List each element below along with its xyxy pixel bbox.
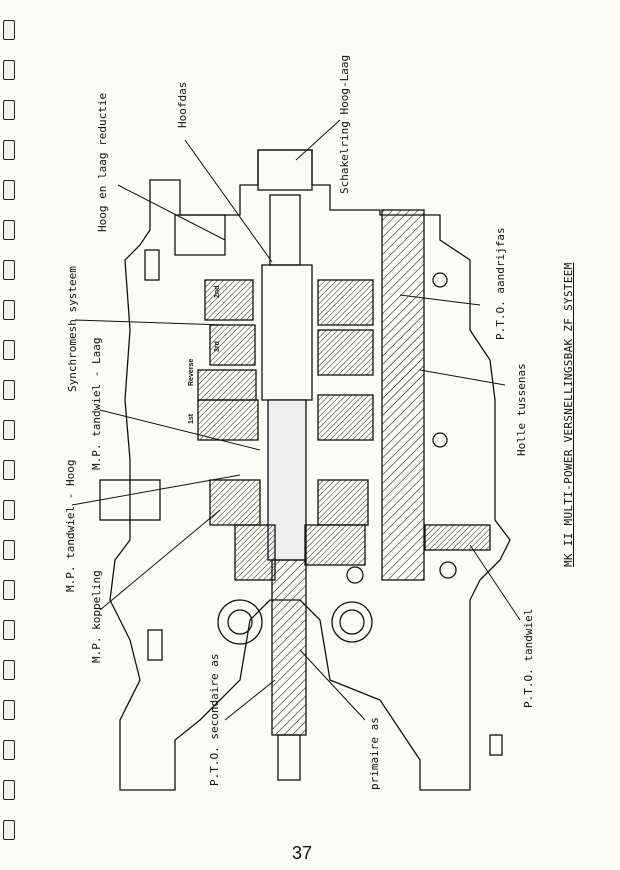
binder-hole [3,780,15,800]
binder-hole [3,300,15,320]
binder-hole [3,540,15,560]
countershaft [381,209,425,581]
label-schakelring: Schakelring Hoog-Laag [338,54,351,194]
leader-mp-koppeling [99,509,221,611]
bottom-bolt [147,629,163,661]
leader-holle-tussenas [419,369,506,386]
label-mp-koppeling: M.P. koppeling [90,570,103,663]
binder-hole [3,820,15,840]
binder-hole [3,260,15,280]
side-stud [144,249,160,281]
right-bolt [489,734,503,756]
binder-hole [3,220,15,240]
mp-clutch-right [317,479,369,526]
lower-gear-right [304,524,366,566]
leader-hoofdas [184,139,273,263]
mp-clutch [209,479,261,526]
leader-mp-hoog [71,474,241,506]
housing-bore-left-inner [227,609,253,635]
main-shaft [261,264,313,401]
leader-mp-laag [99,409,261,451]
binder-hole [3,340,15,360]
label-pto-secondaire: P.T.O. secondaire as [208,653,221,786]
gear-label-1st: 1st [188,413,195,424]
leader-primaire [299,649,366,721]
gear-label-3rd: 3rd [214,341,221,352]
label-primaire-as: primaire as [368,717,381,790]
gear-right-3 [317,394,374,441]
gear-2nd [204,279,254,321]
gear-label-reverse: Reverse [188,358,195,386]
primary-shaft [271,559,307,736]
label-hoog-laag-reductie: Hoog en laag reductie [96,92,109,232]
shift-ring [269,194,301,266]
binder-hole [3,380,15,400]
binder-hole [3,180,15,200]
bearing-3 [432,432,448,448]
binder-hole [3,660,15,680]
bearing-1 [346,566,364,584]
label-mp-tandwiel-hoog: M.P. tandwiel - Hoog [64,459,77,592]
label-synchromesh: Synchromesh systeem [66,266,79,392]
label-pto-tandwiel: P.T.O. tandwiel [522,608,535,708]
gear-label-2nd: 2nd [214,285,221,298]
gear-right-2 [317,329,374,376]
housing-bore-left [217,599,263,645]
lower-gear-left [234,524,276,581]
binder-hole [3,740,15,760]
gear-3rd [209,324,256,366]
top-cap [257,149,313,191]
page-number: 37 [292,843,313,863]
leader-pto-aandrijfas [399,294,481,306]
leader-schakelring [295,119,341,161]
binder-hole [3,620,15,640]
housing-outline [109,149,511,791]
gear-reverse [197,369,257,401]
leader-pto-tandwiel [469,544,521,621]
label-mp-tandwiel-laag: M.P. tandwiel - Laag [90,337,103,470]
binder-hole [3,100,15,120]
leader-pto-secondaire [224,679,276,721]
binder-hole [3,140,15,160]
binder-holes [3,20,17,840]
binder-hole [3,60,15,80]
binder-hole [3,460,15,480]
label-pto-aandrijfas: P.T.O. aandrijfas [494,227,507,340]
binder-hole [3,420,15,440]
gear-right-1 [317,279,374,326]
binder-hole [3,20,15,40]
binder-hole [3,500,15,520]
label-holle-tussenas: Holle tussenas [515,363,528,456]
bearing-4 [432,272,448,288]
label-hoofdas: Hoofdas [176,81,189,128]
pto-gear [424,524,491,551]
housing-bore-right-inner [339,609,365,635]
shaft-end [277,734,301,781]
leader-synchromesh [74,319,226,326]
binder-hole [3,580,15,600]
binder-hole [3,700,15,720]
diagram-title: MK II MULTI-POWER VERSNELLINGSBAK ZF SYS… [562,262,575,567]
housing-bore-right [331,601,373,643]
bearing-2 [439,561,457,579]
upper-left-gear [174,214,226,256]
leader-hoog-laag [117,184,226,241]
gear-1st [197,399,259,441]
